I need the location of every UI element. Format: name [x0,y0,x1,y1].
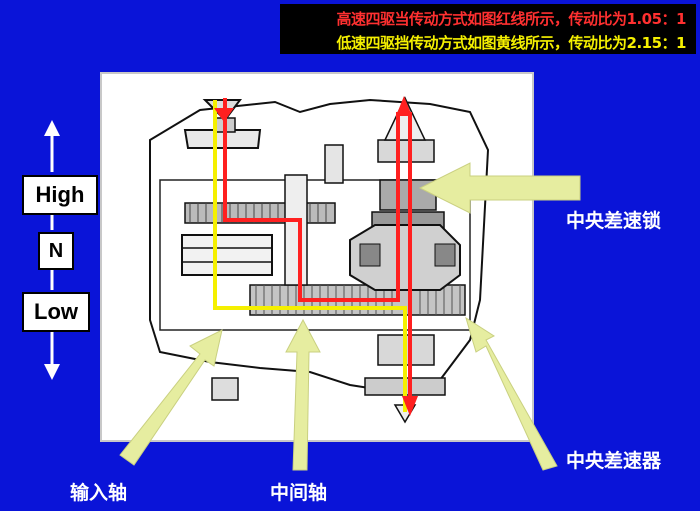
selector-arrow-down [44,364,60,380]
arrow-to-input-shaft [119,329,223,466]
output-shaft-top [377,139,435,163]
gearbox-panel [100,72,534,442]
high-range-path [223,98,400,302]
gear-neutral-box: N [38,232,74,270]
gear-low-box: Low [22,292,90,332]
high-range-arrow-up [396,96,412,116]
caption-high-range: 高速四驱当传动方式如图红线所示，传动比为1.05：1 [336,10,687,28]
label-center-diff-lock: 中央差速锁 [566,210,662,232]
gearbox-housing [149,98,490,394]
input-arrow-down [214,108,234,122]
caption-low-range: 低速四驱挡传动方式如图黄线所示，传动比为2.15：1 [336,34,687,52]
intermediate-shaft [284,174,308,286]
low-range-path [213,100,407,412]
arrow-to-diff-lock [418,162,581,214]
shift-sleeve [181,234,273,276]
label-center-diff: 中央差速器 [566,450,662,472]
arrow-to-intermediate-shaft [285,318,321,471]
high-range-arrow-down [402,396,418,416]
housing-inner-block [159,179,471,331]
label-input-shaft: 输入轴 [70,482,128,504]
gear-high-box: High [22,175,98,215]
input-shaft-bolt [211,377,239,401]
arrow-to-center-diff [465,316,558,471]
selector-arrow-up [44,120,60,136]
label-intermediate-shaft: 中间轴 [270,482,328,504]
caption-banner: 高速四驱当传动方式如图红线所示，传动比为1.05：1 低速四驱挡传动方式如图黄线… [280,4,696,54]
